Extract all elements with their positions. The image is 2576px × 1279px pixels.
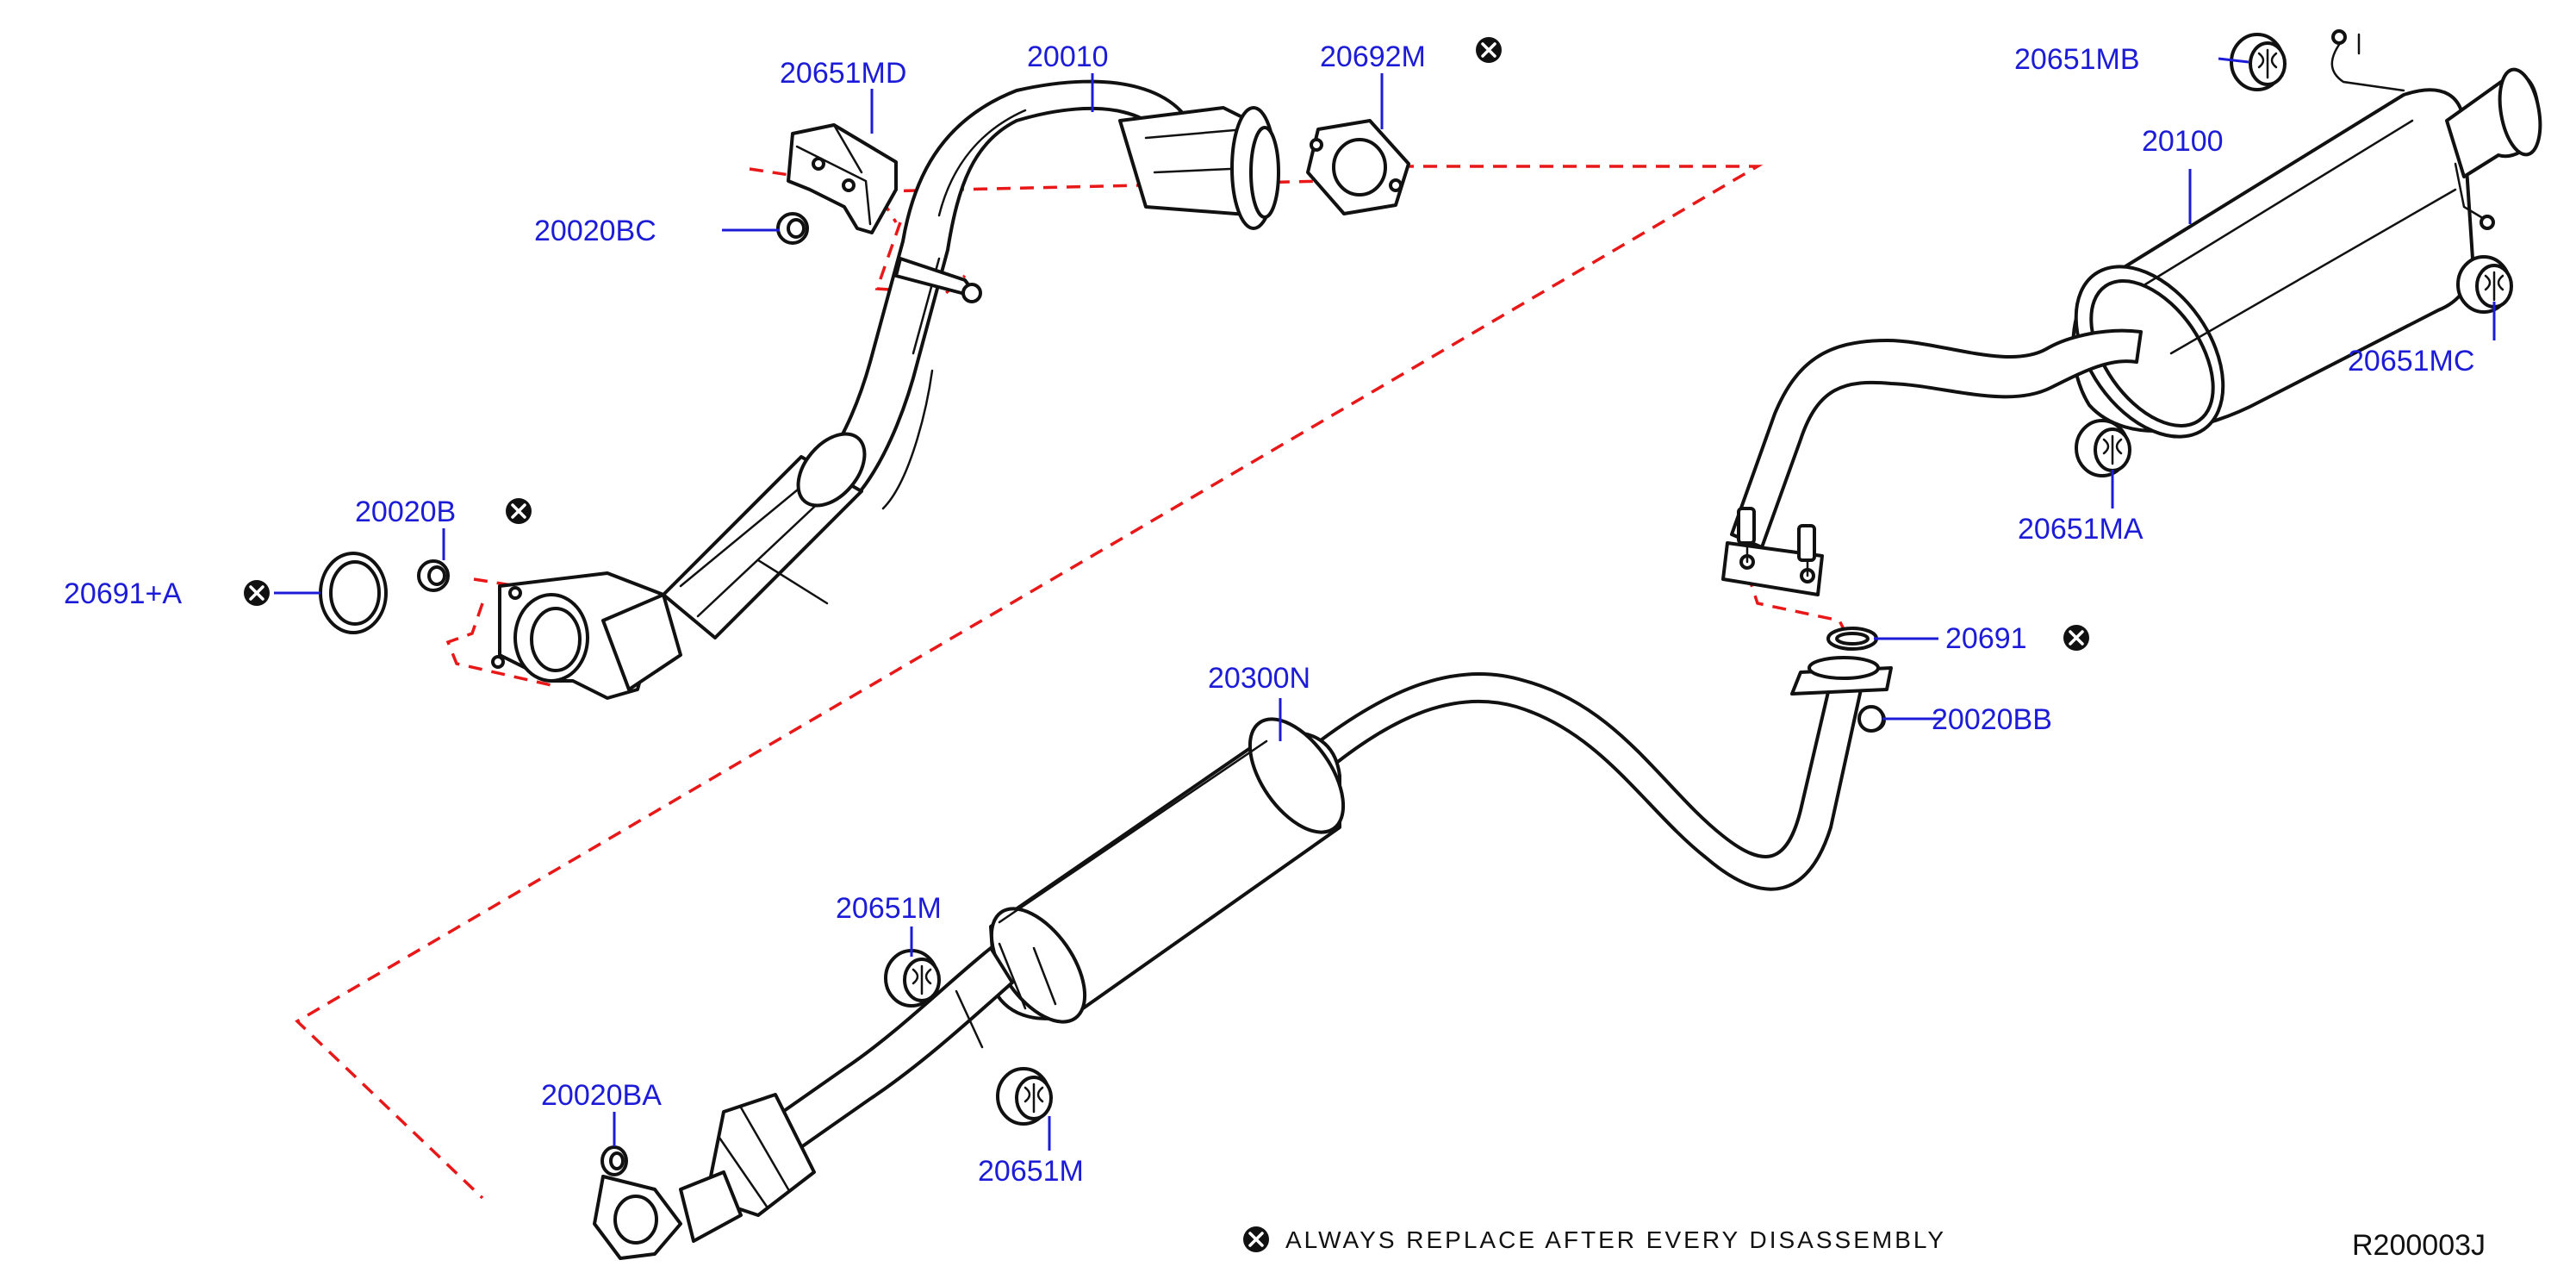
legend-text: ALWAYS REPLACE AFTER EVERY DISASSEMBLY [1285,1226,1946,1253]
label-20691A: 20691+A [64,577,182,610]
circled-x-icon [2062,623,2091,652]
circled-x-icon [242,578,271,608]
center-muffler-20300N [593,656,1893,1260]
front-tube-20010 [491,79,1280,700]
circled-x-icon [1241,1225,1271,1254]
label-20651MC: 20651MC [2348,345,2474,377]
leader-lines [274,57,2496,1151]
insulator-20651MA [2075,419,2131,477]
reference-code: R200003J [2352,1229,2486,1262]
part-labels: 20651MD 20010 20692M 20651MB 20100 20020… [64,41,2474,1188]
label-20651MA: 20651MA [2018,513,2144,546]
label-20020B: 20020B [355,496,456,528]
insulator-20651M-lower [996,1067,1053,1126]
gasket-ring-20691A [319,552,388,634]
label-20692M: 20692M [1320,41,1426,73]
label-20651MB: 20651MB [2014,43,2140,76]
label-20100: 20100 [2142,125,2224,158]
bracket-20651MD [787,123,898,234]
nut-20020B [417,559,450,592]
gasket-20691 [1826,627,1878,651]
gasket-20692M [1306,119,1410,215]
circled-x-icon [504,496,533,526]
nut-20020BC [776,212,809,245]
insulator-20651MC [2456,255,2513,314]
label-20020BB: 20020BB [1932,703,2052,736]
label-20020BA: 20020BA [541,1079,662,1112]
label-20651M-lower: 20651M [978,1155,1084,1188]
label-20300N: 20300N [1208,662,1310,695]
circled-x-icon [1474,35,1503,65]
nut-20020BB [1857,705,1885,733]
alignment-dashed-lines [295,165,1850,1200]
main-muffler-20100 [1721,29,2542,596]
label-20020BC: 20020BC [534,215,656,247]
label-20010: 20010 [1027,41,1109,73]
label-20691: 20691 [1945,622,2027,655]
label-20651MD: 20651MD [780,57,906,90]
label-20651M-upper: 20651M [836,892,942,925]
